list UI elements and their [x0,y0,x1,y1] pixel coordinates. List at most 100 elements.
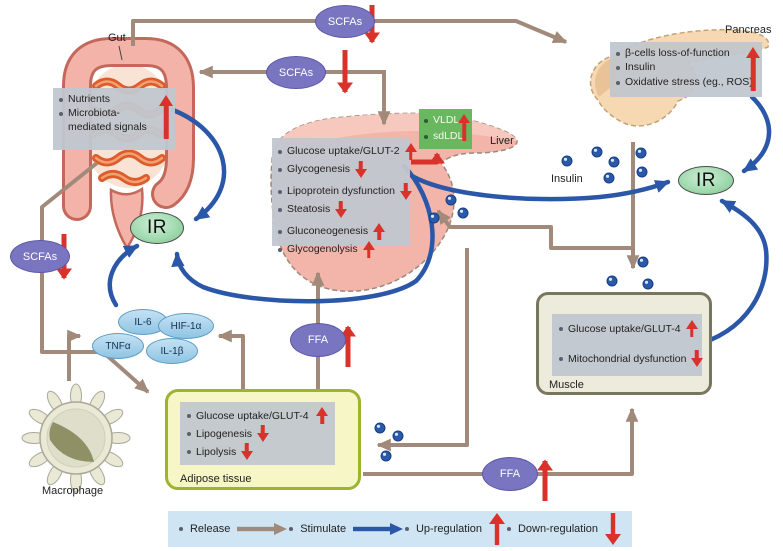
liver-item: Lipoprotein dysfunction [287,184,395,197]
legend-down-regulation: Down-regulation [506,513,622,545]
legend-release-label: Release [189,523,231,535]
bullet-icon [506,527,511,531]
legend-down-label: Down-regulation [517,523,599,535]
pancreas-item: β-cells loss-of-function [625,47,730,59]
gut-item: Microbiota-mediated signals [68,107,147,133]
liver-item: Gluconeogenesis [287,224,369,237]
up-regulation-arrow [404,143,417,160]
scfas-node: SCFAs [10,240,70,273]
ffa-label: FFA [499,468,521,480]
arrow-liver-to-ir-left [171,163,435,304]
down-regulation-icon [605,513,622,545]
legend-release: Release [178,523,288,535]
ir-label: IR [696,169,716,191]
ffa-label: FFA [307,334,329,346]
gut-item: Nutrients [68,93,111,105]
arrow-ffa-to-muscle [363,407,639,476]
arrow-gutbox-to-ir-left [170,107,227,222]
scfas-node: SCFAs [315,5,375,38]
scfas-label: SCFAs [22,250,58,263]
adipose-item: Lipolysis [196,445,237,458]
bullet-icon [404,527,409,531]
down-regulation-arrow [335,201,348,218]
hif1a-node: HIF-1α [158,313,214,339]
adipose-info-box: Glucose uptake/GLUT-4 Lipogenesis Lipoly… [180,402,335,465]
liver-label: Liver [490,135,514,147]
adipose-item: Lipogenesis [196,427,253,440]
liver-item: Glycogenesis [287,162,351,175]
legend-up-regulation: Up-regulation [404,513,506,545]
legend-stimulate-label: Stimulate [300,523,347,535]
down-regulation-arrow [691,350,704,367]
arrow-cytokines-to-ir-left [107,243,140,308]
ffa-node: FFA [290,323,346,357]
arrow-pancreas-to-ir-right [741,94,772,174]
ir-label: IR [147,217,167,238]
pancreas-info-box: β-cells loss-of-function Insulin Oxidati… [610,42,762,97]
il1b-label: IL-1β [160,345,184,357]
bullet-icon [289,527,294,531]
pancreas-item: Oxidative stress (eg., ROS) [625,75,753,88]
bullet-icon [59,97,63,102]
scfas-label: SCFAs [327,15,363,28]
adipose-tissue-box: Glucose uptake/GLUT-4 Lipogenesis Lipoly… [165,389,361,490]
vldl-item: sdLDL [433,130,464,143]
legend-stimulate: Stimulate [289,523,404,535]
muscle-box: Glucose uptake/GLUT-4 Mitochondrial dysf… [536,292,712,395]
ir-node-left: IR [130,212,184,244]
legend-up-label: Up-regulation [415,523,483,535]
arrow-insulin-to-adipose [376,248,469,452]
liver-item: Steatosis [287,202,331,215]
muscle-item: Glucose uptake/GLUT-4 [568,322,681,335]
muscle-info-box: Glucose uptake/GLUT-4 Mitochondrial dysf… [552,314,704,376]
up-regulation-arrow [746,47,760,91]
pancreas-item: Insulin [625,61,656,74]
scfas-label: SCFAs [278,66,314,79]
pancreas-label: Pancreas [725,24,772,36]
macrophage-label: Macrophage [42,485,104,497]
il6-label: IL-6 [134,316,152,328]
scfas-node: SCFAs [266,56,326,89]
down-regulation-arrow [355,161,368,178]
adipose-tissue-label: Adipose tissue [180,473,252,485]
ffa-node: FFA [482,457,538,491]
up-regulation-icon [489,513,506,545]
bullet-icon [59,112,63,117]
down-regulation-arrow [241,443,254,460]
arrow-insulin-to-liver [436,209,633,250]
up-regulation-arrow [159,95,173,139]
gut-info-box: Nutrients Microbiota-mediated signals [53,88,175,150]
up-regulation-arrow [685,320,698,337]
arrow-gut-to-adipose [40,161,150,394]
stimulate-arrow-icon [353,523,404,535]
up-regulation-arrow [373,223,386,240]
muscle-label: Muscle [549,379,584,391]
liver-item: Glucose uptake/GLUT-2 [287,144,400,157]
macrophage-illustration [21,383,131,493]
up-arrow-liver-to-vldl [411,152,445,165]
arrow-macrophage-to-cytokines [67,329,82,381]
arrow-liver-to-ir-right [409,173,671,202]
vldl-item: VLDL [433,114,460,126]
hif1a-label: HIF-1α [170,320,202,332]
stimulate-arrows [107,94,772,349]
insulin-dots [374,146,654,462]
release-arrow-icon [237,523,288,535]
liver-info-box: Glucose uptake/GLUT-2 Glycogenesis Lipop… [272,138,417,258]
liver-item: Glycogenolysis [287,242,358,255]
up-regulation-arrow [458,114,470,141]
tnfa-node: TNFα [92,333,144,359]
bullet-icon [178,527,183,531]
adipose-item: Glucose uptake/GLUT-4 [196,409,309,422]
legend-bar: Release Stimulate Up-regulation Down-reg… [168,511,632,547]
il1b-node: IL-1β [146,338,198,364]
insulin-label: Insulin [551,173,583,185]
vldl-box: VLDL sdLDL [419,109,472,149]
up-regulation-arrow [316,407,328,424]
gut-label: Gut [108,32,126,44]
down-regulation-arrow [257,425,270,442]
tnfa-label: TNFα [105,340,131,352]
down-regulation-arrow [400,183,412,200]
up-regulation-arrow [362,241,375,258]
